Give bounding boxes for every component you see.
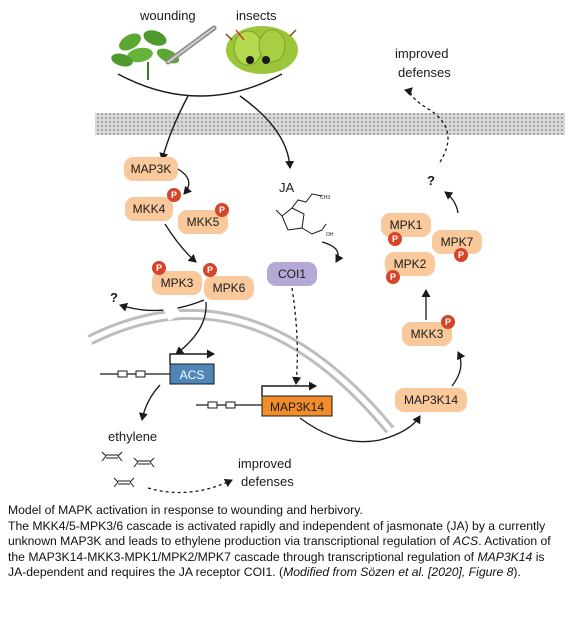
mkk5-node: MKK5 P bbox=[178, 203, 229, 234]
svg-text:MPK6: MPK6 bbox=[213, 281, 246, 295]
mpk6-node: MPK6 P bbox=[203, 263, 254, 300]
svg-text:MPK3: MPK3 bbox=[161, 276, 194, 290]
improved-defenses-bottom-line2: defenses bbox=[241, 474, 294, 489]
improved-defenses-top-line1: improved bbox=[395, 46, 448, 61]
wounding-label: wounding bbox=[139, 8, 196, 23]
svg-text:OH: OH bbox=[326, 232, 334, 238]
svg-text:MAP3K14: MAP3K14 bbox=[404, 393, 458, 407]
svg-text:P: P bbox=[390, 272, 396, 282]
improved-defenses-top-line2: defenses bbox=[398, 65, 451, 80]
mpk1-node: MPK1 P bbox=[381, 213, 431, 246]
svg-text:COI1: COI1 bbox=[278, 267, 306, 281]
ja-label: JA bbox=[279, 180, 295, 195]
mpk2-node: MPK2 P bbox=[385, 252, 435, 284]
plant-icon bbox=[111, 30, 180, 80]
svg-text:P: P bbox=[156, 263, 162, 273]
coi1-node: COI1 bbox=[267, 262, 317, 286]
svg-text:P: P bbox=[392, 234, 398, 244]
mpk3-node: MPK3 P bbox=[152, 261, 202, 295]
svg-text:MAP3K: MAP3K bbox=[131, 162, 172, 176]
plasma-membrane bbox=[95, 113, 565, 135]
caption-body: The MKK4/5-MPK3/6 cascade is activated r… bbox=[8, 518, 551, 580]
caption-title: Model of MAPK activation in response to … bbox=[8, 503, 363, 517]
nuclear-envelope bbox=[87, 309, 395, 434]
figure-caption: Model of MAPK activation in response to … bbox=[8, 503, 564, 581]
mapk-diagram: wounding insects improved defenses ? bbox=[87, 8, 565, 494]
mkk3-node: MKK3 P bbox=[402, 315, 455, 346]
svg-text:P: P bbox=[219, 205, 225, 215]
mpk7-node: MPK7 P bbox=[432, 230, 482, 262]
svg-text:MKK4: MKK4 bbox=[133, 202, 166, 216]
svg-text:MAP3K14: MAP3K14 bbox=[270, 400, 324, 414]
caterpillar-icon bbox=[225, 26, 298, 74]
map3k-node: MAP3K bbox=[124, 157, 178, 181]
improved-defenses-bottom-line1: improved bbox=[238, 456, 291, 471]
svg-text:MKK5: MKK5 bbox=[187, 215, 220, 229]
svg-text:MPK7: MPK7 bbox=[441, 235, 474, 249]
ethylene-label: ethylene bbox=[108, 429, 157, 444]
acs-gene: ACS bbox=[100, 349, 215, 385]
ethylene-molecules-icon bbox=[101, 451, 155, 488]
svg-text:P: P bbox=[207, 265, 213, 275]
tweezers-icon bbox=[165, 25, 217, 65]
svg-text:ACS: ACS bbox=[180, 368, 205, 382]
svg-text:MPK1: MPK1 bbox=[390, 218, 423, 232]
svg-text:P: P bbox=[171, 190, 177, 200]
svg-text:P: P bbox=[458, 250, 464, 260]
map3k14-node: MAP3K14 bbox=[395, 388, 467, 412]
svg-text:CH3: CH3 bbox=[320, 195, 330, 201]
question-mark-top: ? bbox=[427, 173, 435, 188]
svg-text:MKK3: MKK3 bbox=[411, 327, 444, 341]
question-mark-left: ? bbox=[110, 290, 118, 305]
mkk4-node: MKK4 P bbox=[125, 188, 181, 221]
jasmonate-structure-icon bbox=[275, 193, 327, 235]
map3k14-gene: MAP3K14 bbox=[196, 381, 333, 417]
insects-label: insects bbox=[236, 8, 277, 23]
svg-text:P: P bbox=[445, 317, 451, 327]
svg-text:MPK2: MPK2 bbox=[394, 257, 427, 271]
